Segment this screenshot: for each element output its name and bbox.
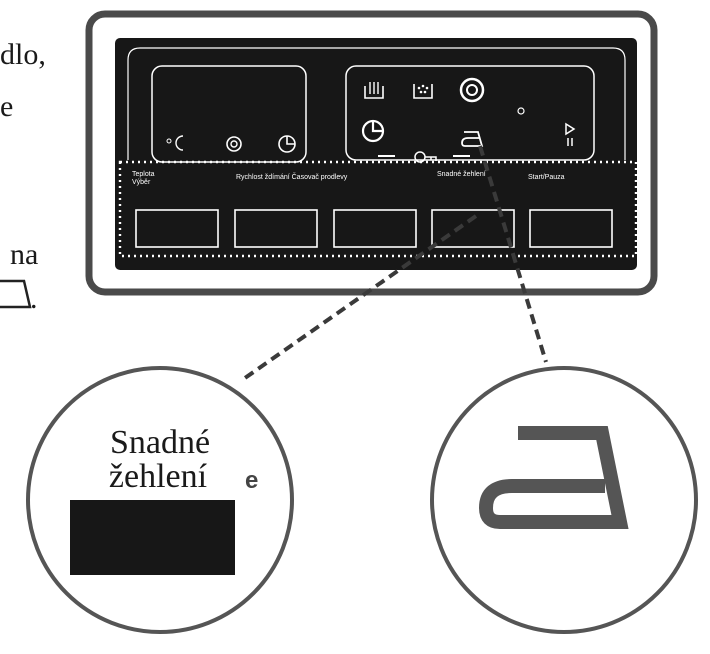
callout-line-right <box>478 145 548 363</box>
zoom-marker: e <box>245 467 258 494</box>
clock-icon <box>278 135 296 153</box>
label-rychlost-casovac: Rychlost ždímání Časovač prodlevy <box>236 172 348 181</box>
zoom-button-snadne-zehleni <box>70 500 235 575</box>
label-start-pauza: Start/Pauza <box>528 174 565 181</box>
display-window-right <box>345 65 595 161</box>
spiral-icon <box>226 136 242 152</box>
wash-tub-icon <box>364 82 384 99</box>
button-casovac-prodlevy[interactable] <box>333 209 417 248</box>
label-teplota: Teplota <box>132 171 155 178</box>
timer-icon <box>361 119 385 143</box>
text-fragment-4: . <box>30 282 38 315</box>
panel-outline <box>127 47 626 160</box>
zoom-circle-iron <box>430 366 698 634</box>
iron-icon-large <box>478 426 629 529</box>
text-fragment-2: e <box>0 90 14 123</box>
button-rychlost-zdimani[interactable] <box>234 209 318 248</box>
button-start-pauza[interactable] <box>529 209 613 248</box>
zoom-label-snadne: Snadné <box>110 424 210 461</box>
spin-spiral-icon <box>459 77 485 103</box>
indicator-dot <box>517 107 525 115</box>
iron-inline-icon <box>0 279 32 309</box>
button-area-dotted-outline <box>118 160 638 258</box>
button-teplota-vyber[interactable] <box>135 209 219 248</box>
cold-moon-icon <box>166 135 184 151</box>
iron-icon <box>461 131 484 147</box>
label-vyber: Výběr <box>132 179 151 186</box>
zoom-label-zehleni: žehlení <box>109 458 208 495</box>
play-pause-icon <box>565 122 576 146</box>
label-snadne-zehleni: Snadné žehlení <box>437 171 486 178</box>
text-fragment-3: na <box>10 238 39 271</box>
soak-icon <box>413 84 433 99</box>
text-fragment-1: dlo, <box>0 38 46 71</box>
